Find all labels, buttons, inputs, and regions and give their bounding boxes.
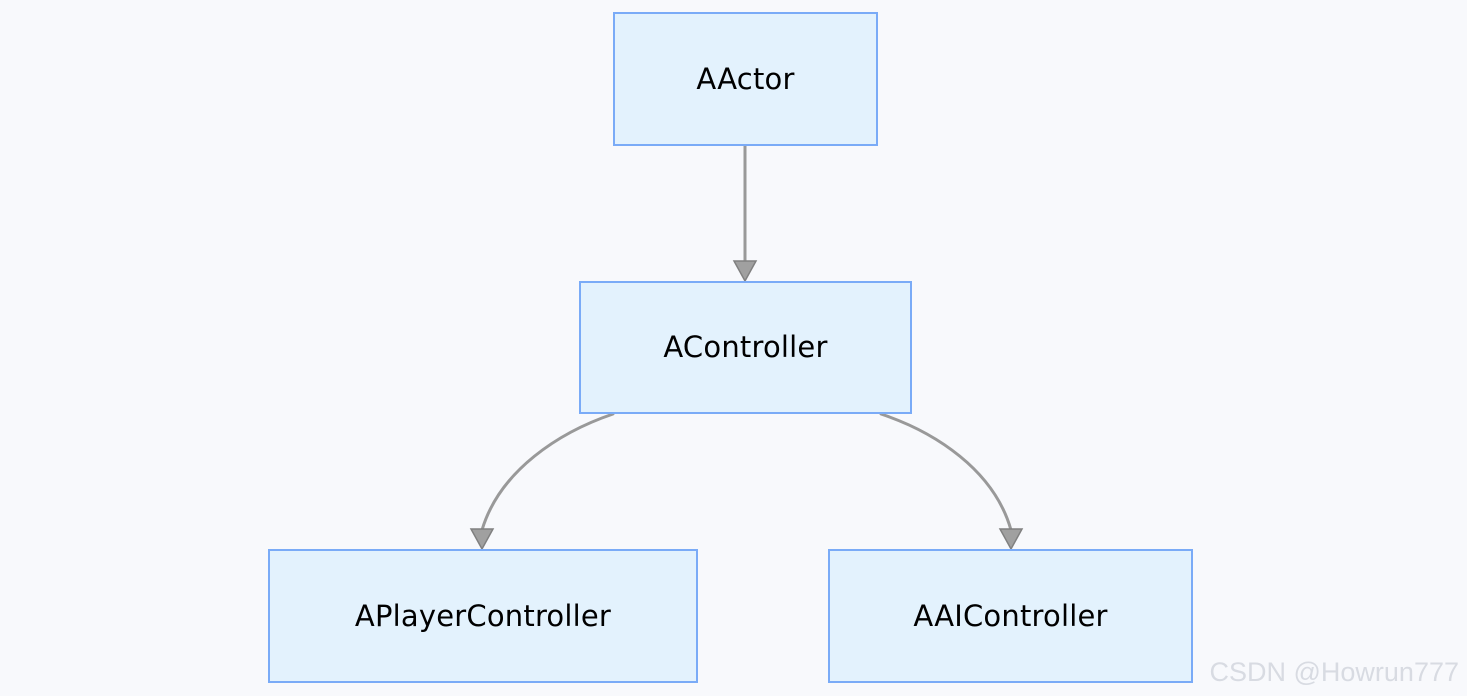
node-aaicontroller-label: AAIController: [913, 598, 1108, 633]
edge-aactor-to-acontroller: [732, 146, 758, 283]
node-aplayercontroller-label: APlayerController: [354, 598, 612, 633]
edge-acontroller-to-aplayercontroller: [469, 412, 615, 551]
watermark: CSDN @Howrun777: [1209, 657, 1460, 687]
node-aactor-label: AActor: [696, 61, 795, 96]
node-aplayercontroller[interactable]: APlayerController: [268, 549, 698, 683]
node-aactor[interactable]: AActor: [613, 12, 878, 146]
node-acontroller[interactable]: AController: [579, 281, 912, 414]
node-aaicontroller[interactable]: AAIController: [828, 549, 1193, 683]
node-acontroller-label: AController: [663, 330, 828, 364]
edge-acontroller-to-aaicontroller: [879, 412, 1024, 551]
